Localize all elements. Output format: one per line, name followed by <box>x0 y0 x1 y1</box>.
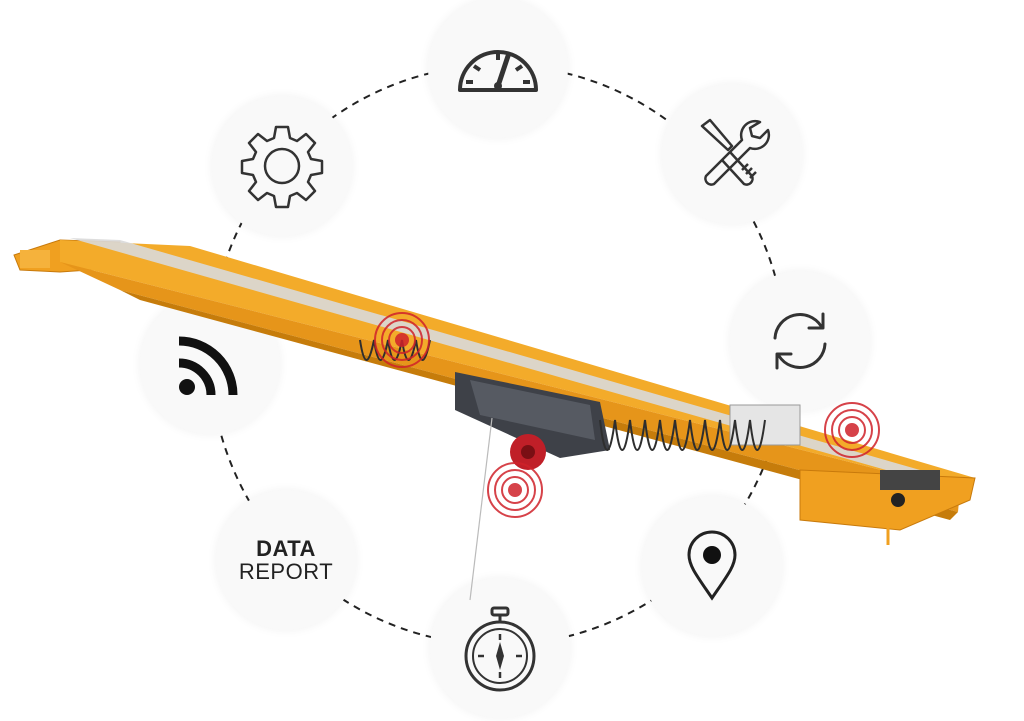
node-location <box>642 496 782 636</box>
node-settings <box>212 96 352 236</box>
node-tools <box>662 84 802 224</box>
location-pin-icon <box>687 530 737 601</box>
gear-icon <box>240 125 324 209</box>
stopwatch-icon <box>464 606 536 692</box>
sync-icon <box>773 312 827 370</box>
speedometer-icon <box>458 50 538 92</box>
signal-emitter-hook <box>487 462 543 518</box>
signal-emitter-right <box>824 402 880 458</box>
data-report-line2: REPORT <box>238 559 334 584</box>
wireless-signal-icon <box>178 336 238 396</box>
node-data-report: DATA REPORT <box>216 490 356 630</box>
signal-emitter-left <box>374 312 430 368</box>
data-report-line1: DATA <box>256 535 316 561</box>
node-speedometer <box>428 0 568 138</box>
node-stopwatch <box>430 578 570 718</box>
node-sync <box>730 271 870 411</box>
wrench-screwdriver-icon <box>700 118 771 186</box>
data-report-label: DATA REPORT <box>239 537 333 583</box>
